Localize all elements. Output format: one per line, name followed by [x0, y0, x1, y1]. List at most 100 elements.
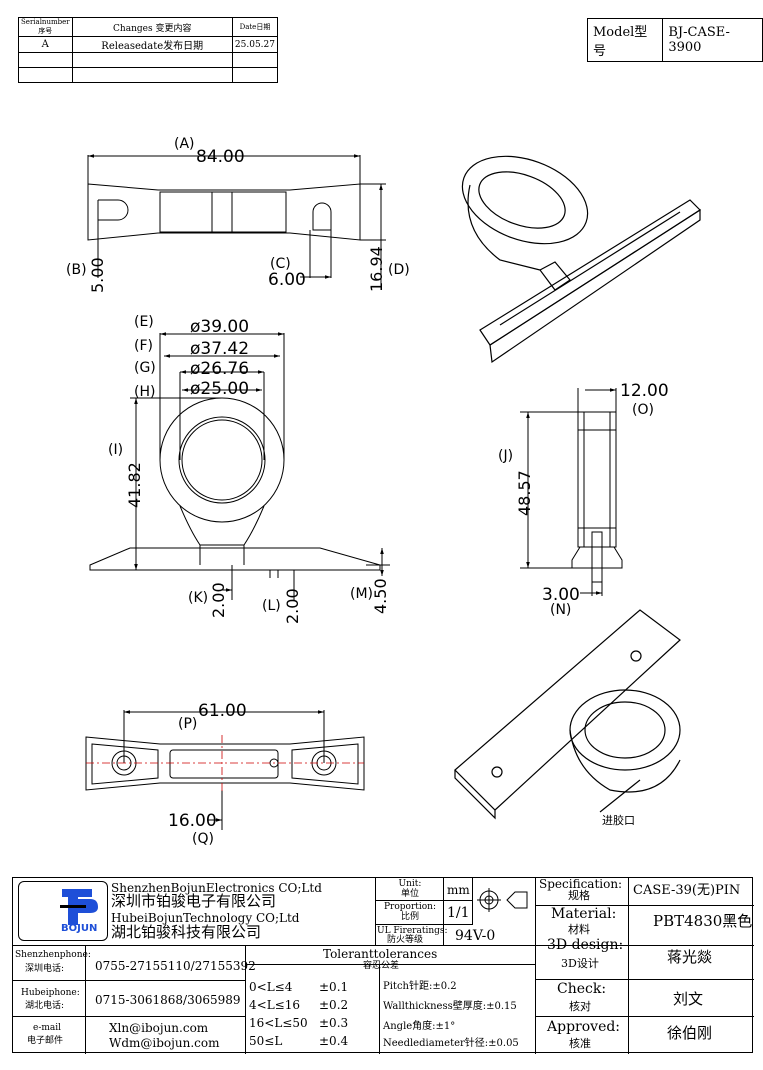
- dim-A-label: (A): [174, 136, 195, 152]
- dim-Q-value: 16.00: [168, 811, 217, 831]
- dim-Q-label: (Q): [192, 831, 214, 847]
- sz-phone-label: Shenzhenphone:: [15, 950, 91, 960]
- rev-cell: [71, 67, 233, 83]
- tol-range-1: 4<L≤16: [249, 998, 300, 1012]
- rev-cell: [231, 67, 279, 83]
- dim-I-value: 41.82: [125, 462, 144, 508]
- dim-M-label: (M): [350, 586, 373, 602]
- spec-label: Specification:: [539, 877, 623, 891]
- tol-val-3: ±0.4: [319, 1034, 349, 1048]
- dim-K-value: 2.00: [209, 582, 228, 618]
- dim-B-value: 5.00: [88, 257, 107, 293]
- dim-G-label: (G): [134, 360, 156, 376]
- dim-E-label: (E): [134, 314, 154, 330]
- ul-value: 94V-0: [455, 928, 496, 944]
- sz-phone: 0755-27155110/27155392: [95, 959, 256, 973]
- iso-view-bottom: [454, 609, 681, 820]
- design-label-cn: 3D设计: [561, 957, 599, 970]
- tol-label-cn: 容忍公差: [363, 961, 400, 971]
- ul-label: UL Fireratings:: [377, 926, 448, 936]
- table-row: [18, 67, 279, 83]
- dim-F-value: ø37.42: [190, 339, 249, 359]
- email-2: Wdm@ibojun.com: [109, 1036, 220, 1050]
- tol-range-0: 0<L≤4: [249, 980, 293, 994]
- proportion-label: Proportion:: [383, 902, 436, 912]
- pitch-tolerance: Pitch针距:±0.2: [383, 981, 457, 992]
- dim-E-value: ø39.00: [190, 317, 249, 337]
- proportion-label-cn: 比例: [400, 912, 419, 922]
- company-en-2: HubeiBojunTechnology CO;Ltd: [111, 911, 300, 925]
- material-label-cn: 材料: [568, 923, 590, 936]
- projection-symbol-icon: [477, 888, 528, 912]
- front-view: [89, 332, 390, 600]
- dim-P-label: (P): [178, 716, 197, 732]
- logo-text: BOJUN: [61, 923, 98, 934]
- hb-phone-label: Hubeiphone:: [21, 988, 80, 998]
- email-label-cn: 电子邮件: [27, 1036, 64, 1046]
- dim-A-value: 84.00: [196, 147, 245, 167]
- check-label: Check:: [557, 981, 607, 997]
- approved-label-cn: 核准: [569, 1037, 591, 1050]
- dim-N-label: (N): [550, 602, 571, 618]
- top-view: [87, 154, 386, 290]
- dim-O-value: 12.00: [620, 381, 669, 401]
- company-cn-2: 湖北铂骏科技有限公司: [111, 923, 262, 941]
- spec-label-cn: 规格: [568, 889, 590, 902]
- bojun-logo-icon: [60, 889, 98, 925]
- check-label-cn: 核对: [569, 1000, 591, 1013]
- proportion-value: 1/1: [447, 905, 470, 921]
- material-label: Material:: [551, 906, 617, 922]
- dim-G-value: ø26.76: [190, 359, 249, 379]
- wall-tolerance: Wallthickness壁厚度:±0.15: [383, 1001, 517, 1012]
- dim-F-label: (F): [134, 338, 153, 354]
- side-view: [520, 388, 623, 596]
- iso-view-top: [461, 155, 701, 364]
- revision-table: Serialnumber序号 Changes 变更内容 Date日期 A Rel…: [18, 17, 279, 83]
- tol-val-1: ±0.2: [319, 998, 349, 1012]
- dim-I-label: (I): [108, 442, 123, 458]
- company-en-1: ShenzhenBojunElectronics CO;Ltd: [111, 881, 322, 895]
- dim-O-label: (O): [632, 402, 654, 418]
- dim-L-value: 2.00: [283, 588, 302, 624]
- dim-H-label: (H): [134, 384, 155, 400]
- dim-J-label: (J): [498, 448, 513, 464]
- tol-range-3: 50≤L: [249, 1034, 283, 1048]
- dim-B-label: (B): [66, 262, 87, 278]
- dim-D-label: (D): [388, 262, 410, 278]
- design-value: 蒋光燚: [667, 948, 713, 966]
- table-row: [18, 52, 279, 68]
- unit-label-cn: 单位: [400, 889, 419, 899]
- approved-value: 徐伯刚: [667, 1024, 713, 1042]
- check-value: 刘文: [673, 990, 704, 1008]
- dim-C-label: (C): [270, 256, 291, 272]
- dim-C-value: 6.00: [268, 270, 306, 290]
- tol-val-2: ±0.3: [319, 1016, 349, 1030]
- dim-D-value: 16.94: [367, 246, 386, 292]
- material-value: PBT4830黑色: [653, 912, 753, 930]
- dim-P-value: 61.00: [198, 701, 247, 721]
- model-value: BJ-CASE-3900: [662, 18, 763, 62]
- inlet-annotation: 进胶口: [602, 813, 635, 827]
- model-label: Model型号: [586, 18, 664, 62]
- unit-label: Unit:: [398, 879, 422, 889]
- dim-J-value: 48.57: [515, 470, 534, 516]
- unit-value: mm: [447, 883, 470, 897]
- dim-L-label: (L): [262, 598, 281, 614]
- dim-K-label: (K): [188, 590, 208, 606]
- ul-label-cn: 防火等级: [387, 935, 424, 945]
- approved-label: Approved:: [547, 1019, 621, 1035]
- tol-range-2: 16<L≤50: [249, 1016, 308, 1030]
- hb-phone: 0715-3061868/3065989: [95, 993, 241, 1007]
- email-1: Xln@ibojun.com: [109, 1021, 209, 1035]
- email-label: e-mail: [33, 1023, 62, 1033]
- tol-val-0: ±0.1: [319, 980, 349, 994]
- needle-tolerance: Needlediameter针径:±0.05: [383, 1038, 519, 1049]
- title-block: BOJUN ShenzhenBojunElectronics CO;Ltd 深圳…: [12, 877, 754, 1054]
- design-label: 3D design:: [547, 937, 624, 953]
- dim-H-value: ø25.00: [190, 379, 249, 399]
- angle-tolerance: Angle角度:±1°: [383, 1021, 456, 1032]
- company-cn-1: 深圳市铂骏电子有限公司: [111, 892, 277, 910]
- technical-drawing: (A) 84.00 (B) 5.00 (C) 6.00 (D) 16.94 (E…: [66, 136, 701, 847]
- hb-phone-label-cn: 湖北电话:: [25, 1001, 65, 1011]
- sz-phone-label-cn: 深圳电话:: [25, 964, 65, 974]
